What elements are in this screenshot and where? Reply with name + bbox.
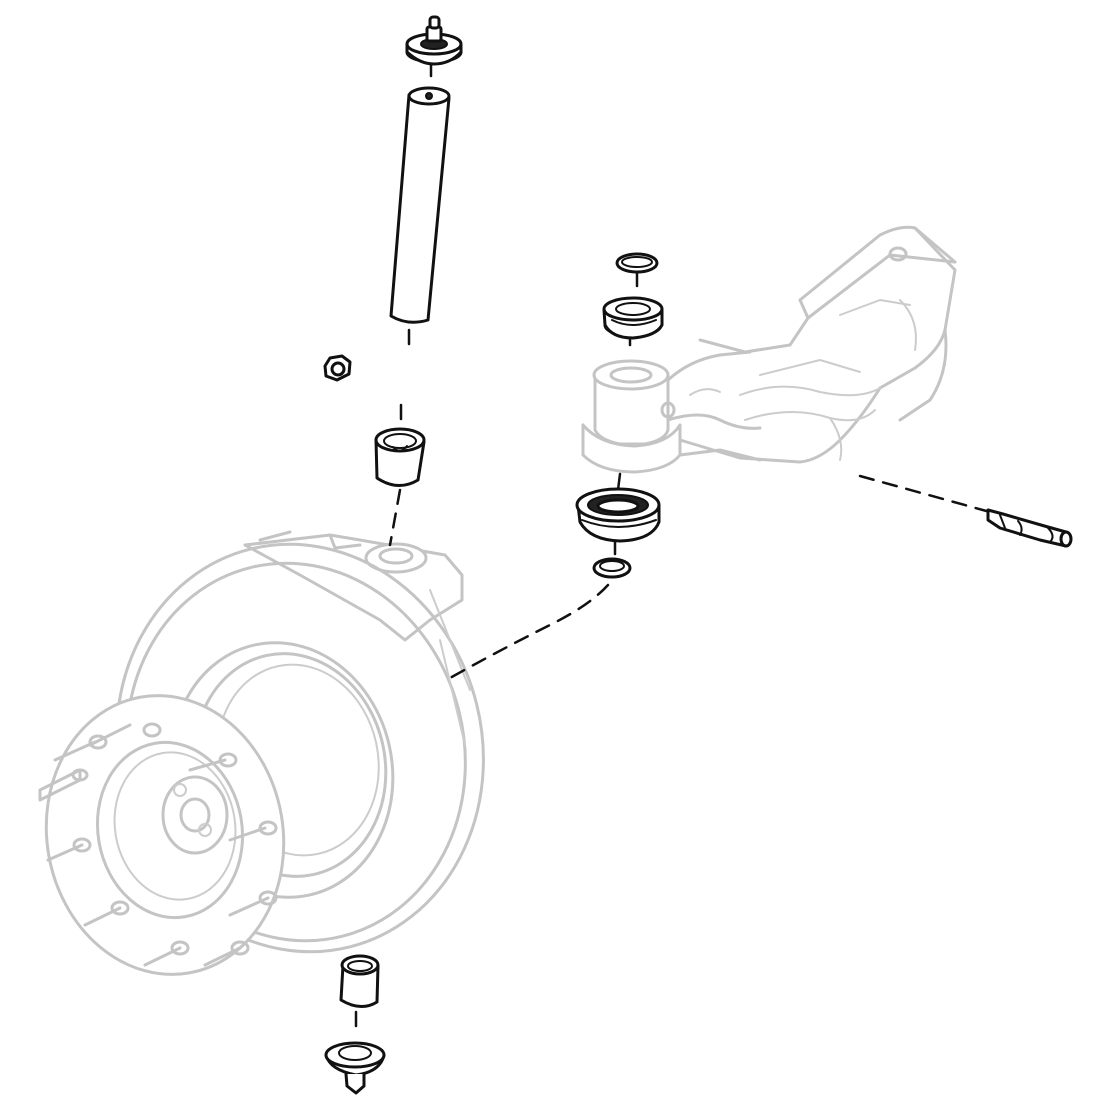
grease-nipple-cap <box>405 15 463 66</box>
upper-bushing <box>374 427 426 487</box>
lower-cap <box>324 1041 386 1095</box>
assembly-axes <box>354 60 992 1030</box>
nut <box>323 354 352 382</box>
hub-and-brake-disc <box>38 530 485 976</box>
lower-bushing <box>339 954 380 1008</box>
thrust-bearing <box>575 487 661 543</box>
lower-shim-ring <box>592 557 632 579</box>
upper-seal <box>602 296 664 340</box>
kingpin <box>389 86 451 324</box>
cotter-pin <box>986 508 1073 548</box>
axle-beam <box>678 225 957 464</box>
upper-shim-ring <box>615 252 659 274</box>
axle-knuckle-boss <box>581 350 762 474</box>
